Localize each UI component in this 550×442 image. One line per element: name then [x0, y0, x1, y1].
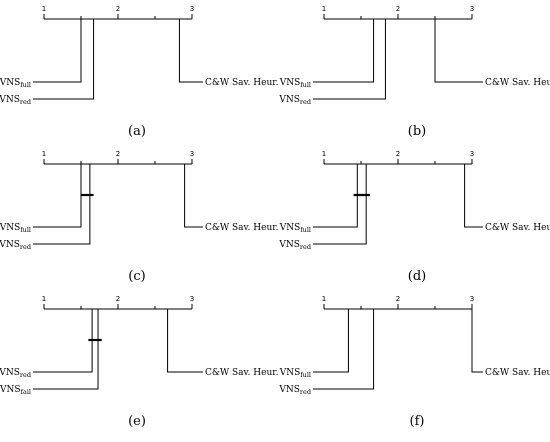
method-label-vns-red: VNSred — [278, 240, 311, 251]
panel-label: (f) — [410, 414, 425, 429]
method-label-vns-full: VNSfull — [0, 78, 31, 89]
method-connector — [313, 164, 358, 228]
method-connector — [434, 19, 483, 83]
axis-tick-label: 1 — [322, 150, 326, 158]
method-connector — [313, 19, 375, 83]
axis-tick-label: 2 — [396, 295, 400, 303]
axis-tick-label: 1 — [322, 5, 326, 13]
method-connector — [313, 19, 386, 100]
method-connector — [313, 309, 349, 373]
axis-tick-label: 3 — [190, 150, 194, 158]
method-label-vns-full: VNSfull — [0, 223, 31, 234]
method-label-cw-savings-heuristic: C&W Sav. Heur. — [205, 78, 279, 88]
axis-tick-label: 3 — [470, 150, 474, 158]
axis-tick-label: 1 — [42, 150, 46, 158]
method-connector — [471, 309, 483, 373]
method-label-vns-fail: VNSfail — [0, 385, 31, 396]
axis-tick-label: 1 — [42, 5, 46, 13]
axis-tick-label: 2 — [396, 5, 400, 13]
method-connector — [33, 164, 91, 245]
axis-tick-label: 1 — [42, 295, 46, 303]
method-connector — [33, 309, 99, 390]
panel-label: (a) — [128, 124, 146, 139]
method-connector — [464, 164, 483, 228]
panel-label: (b) — [408, 124, 426, 139]
axis-tick-label: 3 — [190, 5, 194, 13]
axis-tick-label: 1 — [322, 295, 326, 303]
method-label-cw-savings-heuristic: C&W Sav. Heur. — [205, 368, 279, 378]
method-connector — [184, 164, 203, 228]
method-label-vns-red: VNSred — [278, 385, 311, 396]
method-connector — [33, 164, 82, 228]
axis-tick-label: 3 — [470, 295, 474, 303]
method-label-cw-savings-heuristic: C&W Sav. Heur. — [485, 78, 550, 88]
method-connector — [33, 19, 82, 83]
axis-tick-label: 2 — [396, 150, 400, 158]
method-connector — [313, 309, 375, 390]
method-label-vns-full: VNSfull — [279, 223, 311, 234]
axis-tick-label: 2 — [116, 295, 120, 303]
method-label-vns-red: VNSred — [0, 95, 31, 106]
axis-tick-label: 2 — [116, 150, 120, 158]
method-label-vns-red: VNSred — [278, 95, 311, 106]
method-label-vns-red: VNSred — [0, 240, 31, 251]
panel-label: (e) — [128, 414, 146, 429]
method-connector — [313, 164, 367, 245]
method-label-cw-savings-heuristic: C&W Sav. Heur. — [205, 223, 279, 233]
axis-tick-label: 3 — [470, 5, 474, 13]
method-label-vns-full: VNSfull — [279, 368, 311, 379]
axis-tick-label: 3 — [190, 295, 194, 303]
method-connector — [33, 19, 95, 100]
method-connector — [178, 19, 203, 83]
panel-label: (c) — [128, 269, 145, 284]
method-label-vns-full: VNSfull — [279, 78, 311, 89]
method-label-cw-savings-heuristic: C&W Sav. Heur. — [485, 368, 550, 378]
method-label-cw-savings-heuristic: C&W Sav. Heur. — [485, 223, 550, 233]
method-label-vns-red: VNSred — [0, 368, 31, 379]
panel-label: (d) — [408, 269, 426, 284]
method-connector — [33, 309, 93, 373]
axis-tick-label: 2 — [116, 5, 120, 13]
method-connector — [167, 309, 203, 373]
